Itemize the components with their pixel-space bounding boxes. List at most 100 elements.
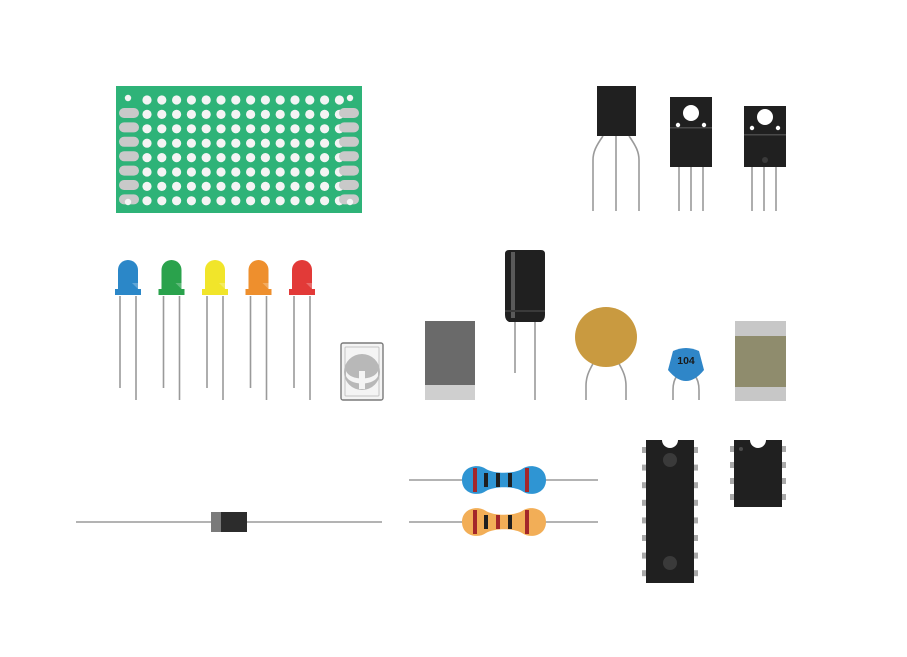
perfboard-icon — [116, 86, 362, 213]
perfboard-pad — [339, 165, 359, 176]
perfboard-hole — [246, 181, 256, 191]
dip-ic-icon — [730, 440, 786, 507]
resistor-band — [473, 468, 477, 492]
perfboard-hole — [275, 124, 285, 134]
perfboard-hole — [186, 181, 196, 191]
perfboard-hole — [246, 167, 256, 177]
perfboard-hole — [275, 196, 285, 206]
perfboard-hole — [290, 138, 300, 148]
ic-pin — [692, 482, 698, 489]
ic-pin — [692, 464, 698, 471]
ic-pin — [692, 570, 698, 577]
perfboard-hole — [260, 167, 270, 177]
perfboard-hole — [172, 138, 182, 148]
perfboard-hole — [290, 167, 300, 177]
perfboard-hole — [201, 109, 211, 119]
perfboard-hole — [172, 181, 182, 191]
ic-pin — [642, 552, 648, 559]
perfboard-pad — [339, 180, 359, 190]
ic-pin — [780, 446, 786, 452]
perfboard-hole — [231, 196, 241, 206]
perfboard-hole — [216, 153, 226, 163]
resistor-icon — [409, 508, 598, 536]
perfboard-hole — [275, 138, 285, 148]
perfboard-hole — [305, 181, 315, 191]
perfboard-hole — [201, 153, 211, 163]
perfboard-hole — [260, 124, 270, 134]
perfboard-hole — [142, 124, 152, 134]
resistor-icon — [409, 466, 598, 494]
perfboard-hole — [216, 95, 226, 105]
perfboard-hole — [305, 153, 315, 163]
perfboard-hole — [216, 124, 226, 134]
perfboard-hole — [186, 109, 196, 119]
perfboard-hole — [201, 181, 211, 191]
perfboard-hole — [305, 196, 315, 206]
ic-pin — [642, 570, 648, 577]
perfboard-hole — [275, 109, 285, 119]
ic-pin — [642, 447, 648, 453]
perfboard-hole — [142, 138, 152, 148]
perfboard-hole — [275, 167, 285, 177]
perfboard-hole — [231, 124, 241, 134]
perfboard-hole — [290, 153, 300, 163]
perfboard-hole — [201, 124, 211, 134]
perfboard-hole — [305, 124, 315, 134]
perfboard-hole — [201, 138, 211, 148]
perfboard-hole — [275, 95, 285, 105]
perfboard-hole — [231, 138, 241, 148]
perfboard-hole — [172, 153, 182, 163]
perfboard-hole — [246, 95, 256, 105]
perfboard-hole — [142, 196, 152, 206]
perfboard-hole — [201, 196, 211, 206]
perfboard-hole — [157, 153, 167, 163]
perfboard-hole — [231, 95, 241, 105]
dip-ic-icon — [642, 440, 698, 583]
perfboard-pad — [339, 136, 359, 147]
perfboard-hole — [157, 138, 167, 148]
ic-pins — [642, 447, 698, 577]
perfboard-hole — [305, 109, 315, 119]
perfboard-hole — [157, 167, 167, 177]
electrolytic-capacitor-icon — [505, 250, 545, 400]
perfboard-hole — [320, 153, 330, 163]
perfboard-hole — [320, 196, 330, 206]
perfboard-hole — [334, 95, 344, 105]
perfboard-hole — [186, 196, 196, 206]
resistor-band — [508, 515, 512, 529]
perfboard-hole — [246, 153, 256, 163]
perfboard-hole — [186, 167, 196, 177]
perfboard-hole — [157, 109, 167, 119]
perfboard-hole — [260, 138, 270, 148]
led-group — [115, 260, 315, 400]
perfboard-hole — [260, 181, 270, 191]
resistor-band — [525, 510, 529, 534]
perfboard-hole — [320, 138, 330, 148]
perfboard-hole — [231, 167, 241, 177]
perfboard-hole — [260, 196, 270, 206]
ic-pin — [642, 535, 648, 541]
perfboard-pad — [339, 108, 359, 118]
ic-pin — [730, 478, 736, 484]
ic-pin — [642, 499, 648, 506]
perfboard-hole — [231, 109, 241, 119]
perfboard-hole — [216, 109, 226, 119]
perfboard-hole — [290, 181, 300, 191]
ic-pin — [780, 494, 786, 500]
led-icon — [115, 260, 141, 400]
resistor-band — [484, 473, 488, 487]
resistor-band — [496, 473, 500, 487]
resistor-band — [484, 515, 488, 529]
resistor-group — [409, 466, 598, 536]
perfboard-hole — [305, 95, 315, 105]
perfboard-hole — [231, 153, 241, 163]
ic-pin — [642, 517, 648, 524]
perfboard-hole — [142, 95, 152, 105]
perfboard-hole — [305, 138, 315, 148]
perfboard-hole — [320, 167, 330, 177]
perfboard-hole — [290, 95, 300, 105]
perfboard-hole — [172, 196, 182, 206]
perfboard-hole — [290, 124, 300, 134]
perfboard-hole — [290, 196, 300, 206]
ic-pin — [780, 462, 786, 468]
